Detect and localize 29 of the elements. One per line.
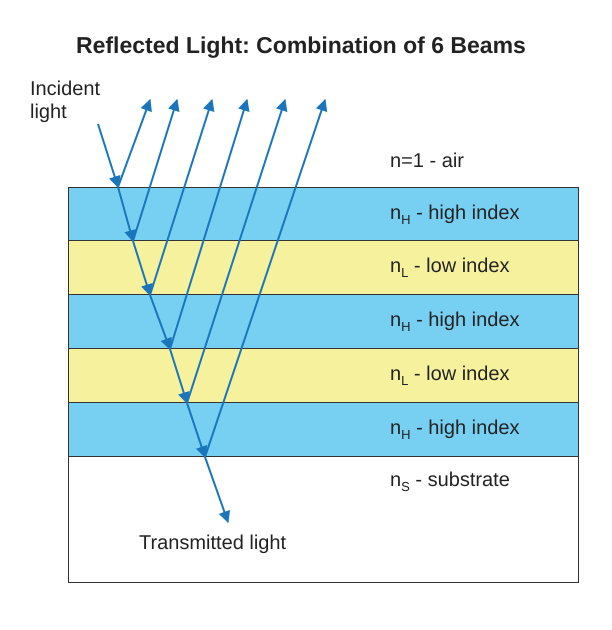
- reflected-ray-arrow: [186, 98, 288, 404]
- substrate-block: [68, 457, 579, 583]
- light-ray-arrow: [149, 294, 172, 350]
- coating-layer: [68, 349, 579, 403]
- light-ray-arrow: [97, 124, 120, 188]
- light-ray-arrow: [169, 348, 190, 404]
- reflected-ray-arrow: [169, 98, 250, 350]
- layer-label: n$_{L}$ - low index: [390, 255, 510, 280]
- reflected-ray-arrow: [132, 98, 180, 242]
- reflected-ray-arrow: [204, 98, 328, 458]
- light-ray-arrow: [204, 456, 230, 524]
- layer-label: n$_{S}$ - substrate: [390, 469, 510, 494]
- title: Reflected Light: Combination of 6 Beams: [76, 32, 526, 59]
- coating-layer: [68, 403, 579, 457]
- coating-layer: [68, 295, 579, 349]
- reflected-ray-arrow: [149, 98, 214, 296]
- layer-label: n$_{L}$ - low index: [390, 363, 510, 388]
- coating-layer: [68, 241, 579, 295]
- layer-label: n$_{H}$ - high index: [390, 202, 520, 227]
- light-ray-arrow: [132, 240, 152, 296]
- ray-label: Incident light: [30, 78, 104, 124]
- light-ray-arrow: [186, 402, 208, 458]
- ray-label: Transmitted light: [139, 532, 319, 558]
- layer-label: n$_{H}$ - high index: [390, 309, 520, 334]
- medium-label: n=1 - air: [390, 150, 464, 173]
- light-ray-arrow: [117, 186, 136, 242]
- coating-layer: [68, 187, 579, 241]
- reflected-ray-arrow: [117, 98, 152, 188]
- layer-label: n$_{H}$ - high index: [390, 417, 520, 442]
